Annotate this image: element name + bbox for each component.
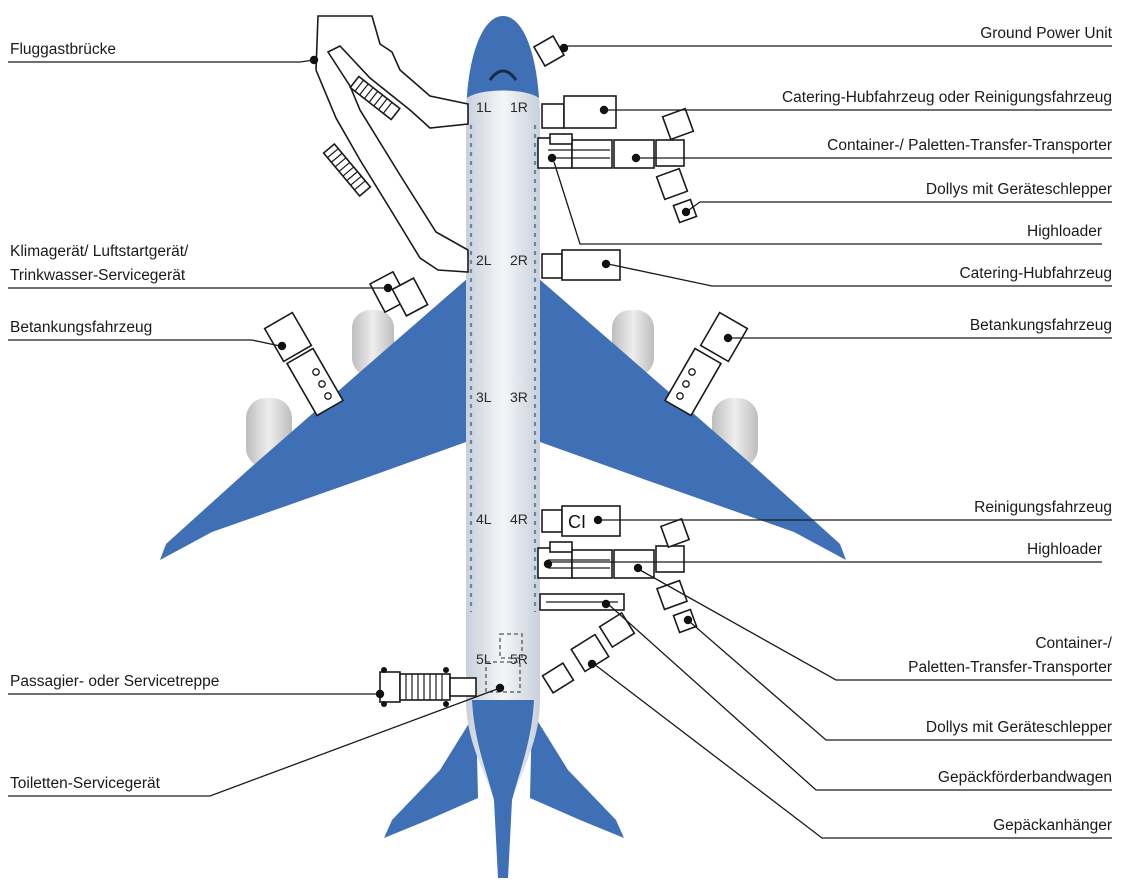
label-catering-cleaning: Catering-Hubfahrzeug oder Reinigungsfahr… — [782, 89, 1112, 106]
tail-cone — [472, 700, 534, 878]
dollies-rear — [655, 517, 698, 634]
container-transfer-rear — [537, 541, 685, 579]
door-3R: 3R — [510, 389, 528, 405]
label-stairs: Passagier- oder Servicetreppe — [10, 673, 219, 690]
container-transfer-front — [537, 133, 685, 169]
label-container-rear-line1: Container-/ — [1035, 635, 1112, 652]
cleaning-badge: CI — [568, 512, 586, 532]
door-5R: 5R — [510, 651, 528, 667]
door-4R: 4R — [510, 511, 528, 527]
door-1L: 1L — [476, 99, 492, 115]
cleaning-truck-4R: CI — [541, 505, 621, 537]
leader-lines — [8, 43, 1112, 839]
label-fuel-right: Betankungsfahrzeug — [970, 317, 1112, 334]
door-5L: 5L — [476, 651, 492, 667]
door-1R: 1R — [510, 99, 528, 115]
air-conditioning-unit — [368, 270, 429, 317]
catering-or-cleaning-truck — [541, 95, 617, 129]
door-4L: 4L — [476, 511, 492, 527]
label-cleaning: Reinigungsfahrzeug — [974, 499, 1112, 516]
label-highloader-rear: Highloader — [1027, 541, 1102, 558]
ground-power-unit — [532, 34, 566, 68]
cockpit-window — [488, 69, 518, 81]
fuel-truck-left — [263, 311, 345, 417]
fuselage — [466, 16, 540, 878]
wing-right — [538, 278, 846, 560]
label-passenger-bridge: Fluggastbrücke — [10, 41, 116, 58]
nose-cap — [467, 16, 539, 98]
label-baggage-cart: Gepäckanhänger — [993, 817, 1112, 834]
door-labels: 1L 1R 2L 2R 3L 3R 4L 4R 5L 5R — [476, 99, 528, 667]
label-fuel-left: Betankungsfahrzeug — [10, 319, 152, 336]
label-highloader-front: Highloader — [1027, 223, 1102, 240]
label-catering: Catering-Hubfahrzeug — [959, 265, 1112, 282]
label-container-rear-line2: Paletten-Transfer-Transporter — [908, 659, 1112, 676]
tail-right — [530, 712, 624, 838]
toilet-service-unit — [485, 633, 523, 693]
door-3L: 3L — [476, 389, 492, 405]
tail-left — [384, 712, 478, 838]
door-2R: 2R — [510, 252, 528, 268]
labels-right: Ground Power Unit Catering-Hubfahrzeug o… — [782, 25, 1113, 834]
label-gpu: Ground Power Unit — [980, 25, 1113, 42]
label-dollies-front: Dollys mit Geräteschlepper — [926, 181, 1112, 198]
baggage-cart — [541, 611, 636, 694]
label-container-front: Container-/ Paletten-Transfer-Transporte… — [827, 137, 1112, 154]
door-2L: 2L — [476, 252, 492, 268]
labels-left: Fluggastbrücke Klimagerät/ Luftstartgerä… — [10, 41, 219, 792]
label-aircon-line2: Trinkwasser-Servicegerät — [10, 267, 186, 284]
label-aircon-line1: Klimagerät/ Luftstartgerät/ — [10, 243, 189, 260]
wing-left — [160, 278, 468, 560]
passenger-bridge — [315, 15, 469, 273]
label-belt-loader: Gepäckförderbandwagen — [938, 769, 1112, 786]
passenger-stairs — [379, 667, 477, 707]
label-dollies-rear: Dollys mit Geräteschlepper — [926, 719, 1112, 736]
label-toilet: Toiletten-Servicegerät — [10, 775, 161, 792]
